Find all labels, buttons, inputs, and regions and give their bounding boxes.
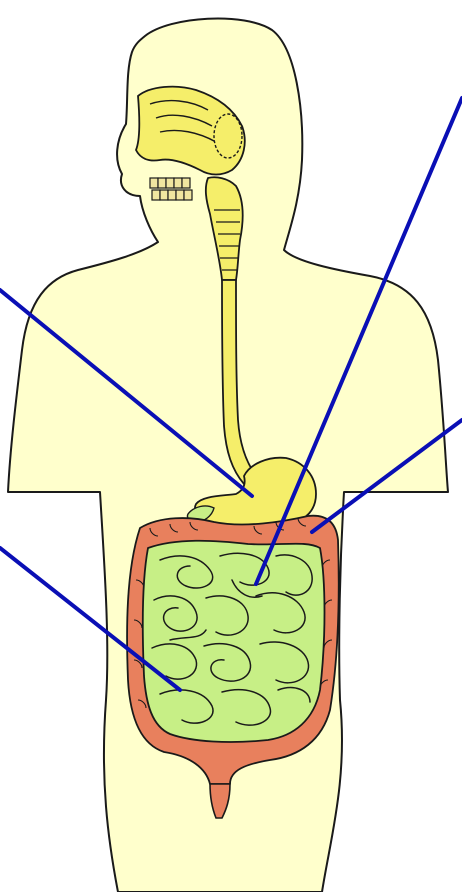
sinus-spongy <box>214 114 242 158</box>
small-intestine <box>143 541 325 742</box>
